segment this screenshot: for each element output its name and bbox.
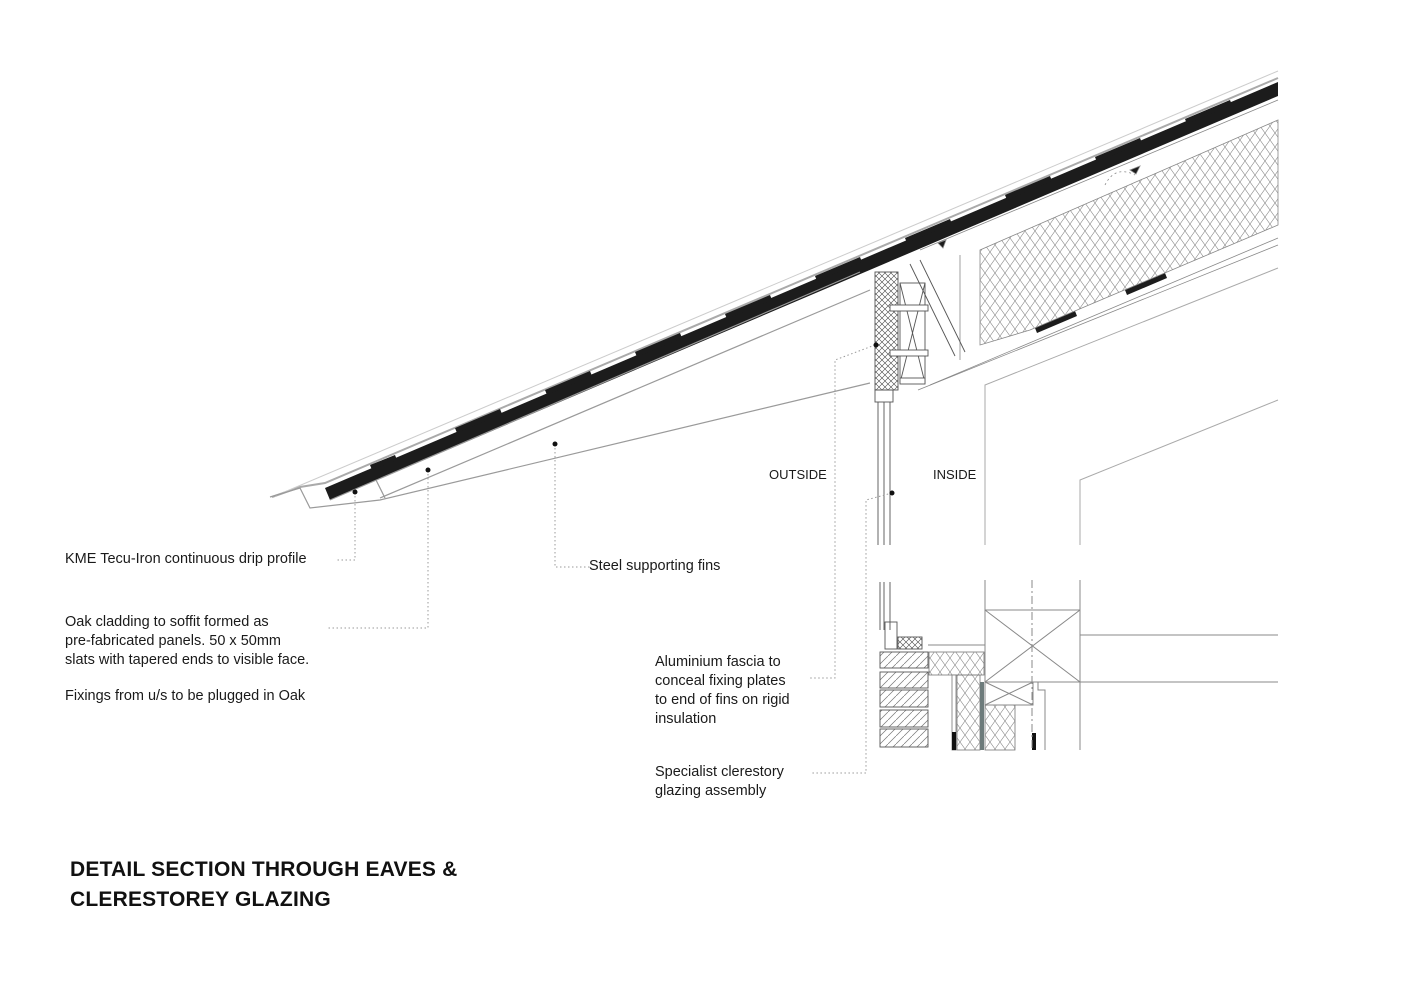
label-outside: OUTSIDE xyxy=(769,467,827,482)
roof-membrane xyxy=(325,82,1278,500)
clerestory-glazing-upper xyxy=(874,389,894,545)
soffit xyxy=(269,271,871,509)
beam-section xyxy=(928,580,1278,750)
label-fixings: Fixings from u/s to be plugged in Oak xyxy=(65,688,306,704)
label-inside: INSIDE xyxy=(933,467,977,482)
roof-tile-steps xyxy=(370,100,1232,470)
label-steel-fins: Steel supporting fins xyxy=(589,558,721,574)
rigid-insulation xyxy=(979,119,1279,346)
label-clerestory-glazing: Specialist clerestory glazing assembly xyxy=(655,764,784,799)
label-drip-profile: KME Tecu-Iron continuous drip profile xyxy=(65,551,307,567)
label-aluminium-fascia: Aluminium fascia to conceal fixing plate… xyxy=(655,654,790,727)
drawing-title-line1: DETAIL SECTION THROUGH EAVES & xyxy=(70,858,458,881)
label-oak-cladding: Oak cladding to soffit formed as pre-fab… xyxy=(65,614,310,668)
wall-insulation xyxy=(928,651,1036,751)
drawing-title-line2: CLERESTOREY GLAZING xyxy=(70,888,331,911)
clerestory-glazing-lower xyxy=(879,582,923,650)
fascia-assembly xyxy=(874,259,966,391)
drawing-title: DETAIL SECTION THROUGH EAVES & CLERESTOR… xyxy=(70,855,458,915)
leader-dots xyxy=(352,342,895,496)
brickwork xyxy=(879,651,929,748)
leader-lines xyxy=(328,344,893,774)
interior-lines-upper xyxy=(984,267,1279,545)
